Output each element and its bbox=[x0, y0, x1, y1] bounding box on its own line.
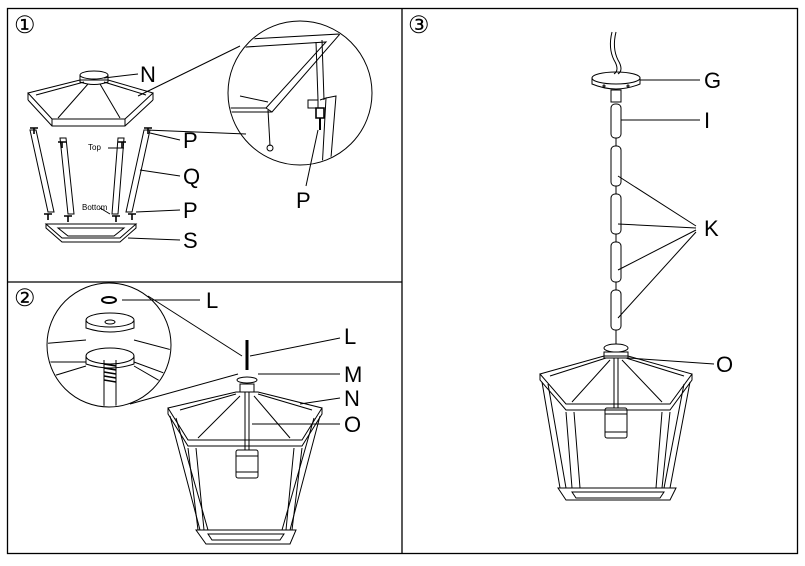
part-label-l: L bbox=[344, 324, 357, 349]
step1-lantern-exploded bbox=[27, 20, 373, 243]
step2-lantern-canopy bbox=[46, 282, 341, 545]
step-number-3: ③ bbox=[408, 11, 430, 39]
part-label-l-detail: L bbox=[206, 288, 219, 313]
part-label-m: M bbox=[344, 362, 363, 387]
step-number-2: ② bbox=[14, 284, 36, 312]
step-number-1: ① bbox=[14, 11, 36, 39]
part-label-p-detail: P bbox=[296, 188, 311, 213]
part-label-i: I bbox=[704, 108, 711, 133]
part-label-p-top: P bbox=[183, 128, 198, 153]
note-bottom: Bottom bbox=[82, 203, 108, 212]
part-label-g: G bbox=[704, 68, 722, 93]
step3-hanging-lantern bbox=[539, 31, 715, 501]
part-label-o-step2: O bbox=[344, 412, 362, 437]
part-label-n-step2: N bbox=[344, 386, 360, 411]
note-top: Top bbox=[88, 143, 101, 152]
part-label-o: O bbox=[716, 352, 734, 377]
part-label-p-bottom: P bbox=[183, 198, 198, 223]
part-label-s: S bbox=[183, 228, 198, 253]
part-label-k: K bbox=[704, 216, 719, 241]
part-label-n: N bbox=[140, 62, 156, 87]
part-label-q: Q bbox=[183, 164, 201, 189]
panel-borders bbox=[6, 7, 799, 555]
